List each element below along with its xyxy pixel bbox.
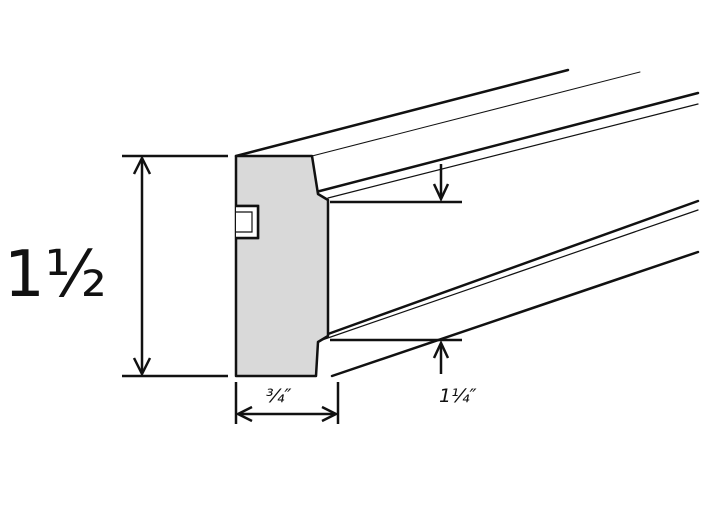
profile-cross-section — [234, 154, 330, 378]
upper-groove-line — [327, 103, 699, 199]
bottom-edge — [330, 250, 700, 378]
top-highlight-line — [311, 71, 641, 157]
height-arrow-down-icon — [132, 357, 152, 377]
upper-lip-edge — [314, 91, 700, 194]
lower-groove-line — [321, 209, 699, 341]
height-label: 1½ — [4, 238, 107, 312]
width-dimension — [234, 382, 340, 424]
face-edge — [326, 199, 700, 336]
height-arrow-up-icon — [132, 155, 152, 175]
groove-arrow-up-icon — [432, 340, 450, 359]
height-dimension — [122, 154, 228, 378]
profile-notch — [236, 204, 260, 240]
top-back-edge — [234, 68, 570, 158]
width-arrow-left-icon — [235, 405, 253, 423]
width-label: ¾″ — [266, 385, 292, 407]
width-arrow-right-icon — [321, 405, 339, 423]
profile-notch-inner — [236, 211, 253, 233]
molding-body — [234, 68, 700, 378]
groove-depth-label: 1¼″ — [439, 385, 477, 407]
groove-dimension — [330, 164, 462, 374]
groove-arrow-down-icon — [432, 183, 450, 202]
